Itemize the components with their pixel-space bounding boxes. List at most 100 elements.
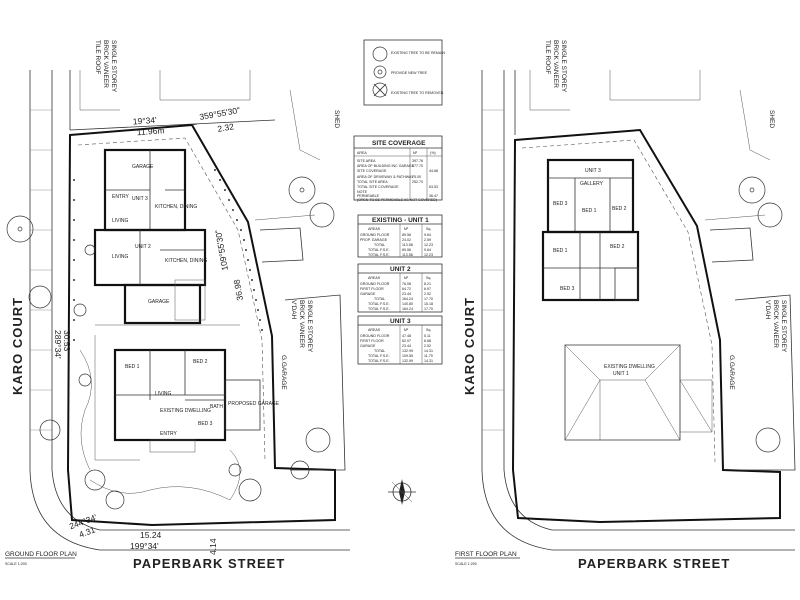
svg-text:AREAS: AREAS [368,328,381,332]
room-garage2: GARAGE [148,299,170,305]
room-bed2b-first: BED 2 [610,244,625,250]
svg-text:15.18: 15.18 [424,302,433,306]
room-living3: LIVING [155,391,172,397]
svg-text:TILE ROOF: TILE ROOF [544,40,551,74]
svg-text:TOTAL F.S.E.: TOTAL F.S.E. [368,359,390,363]
svg-text:89.56: 89.56 [402,233,411,237]
svg-text:SINGLE STOREY: SINGLE STOREY [780,300,787,353]
neighbor-label-side-first: SINGLE STOREY BRICK VANEER V'DAH G.GARAG… [728,300,787,390]
svg-text:TOTAL F.S.E.: TOTAL F.S.E. [368,354,390,358]
legend-item-new-tree: PROVIDE NEW TREE [391,71,428,75]
svg-text:UNIT 2: UNIT 2 [390,266,411,273]
first-floor-plan-title: FIRST FLOOR PLAN [455,551,517,558]
svg-text:109.55: 109.55 [402,354,413,358]
svg-text:UNIT 3: UNIT 3 [390,318,411,325]
north-arrow-icon [388,479,416,505]
svg-text:M²: M² [404,227,409,231]
room-entry: ENTRY [112,194,130,200]
svg-text:64.72: 64.72 [402,287,411,291]
first-floor-plan-scale: SCALE 1:200 [455,562,477,566]
svg-text:75.00: 75.00 [412,175,421,179]
svg-text:TOTAL SITE COVERAGE: TOTAL SITE COVERAGE [357,185,399,189]
room-bed3b-first: BED 3 [560,286,575,292]
neighbor-label-top-first: SINGLE STOREY BRICK VANEER TILE ROOF [544,40,567,93]
svg-text:TOTAL: TOTAL [374,243,385,247]
dim-top-small: 2.32 [217,121,235,134]
svg-text:23.44: 23.44 [402,292,411,296]
svg-text:TOTAL F.S.E.: TOTAL F.S.E. [368,253,390,257]
svg-text:132.99: 132.99 [402,359,413,363]
svg-text:GROUND FLOOR: GROUND FLOOR [360,282,390,286]
svg-text:397.76: 397.76 [412,159,423,163]
svg-text:14.31: 14.31 [424,349,433,353]
area-table-unit1: EXISTING - UNIT 1 AREAS M² Sq. GROUND FLOO… [357,214,443,258]
svg-text:G.GARAGE: G.GARAGE [280,355,287,390]
svg-text:GROUND FLOOR: GROUND FLOOR [360,334,390,338]
svg-text:GROUND FLOOR: GROUND FLOOR [360,233,390,237]
svg-text:12.23: 12.23 [424,243,433,247]
room-unit1-first: UNIT 1 [613,371,629,377]
svg-text:252.70: 252.70 [412,180,423,184]
svg-text:140.80: 140.80 [402,302,413,306]
room-unit3: UNIT 3 [132,196,148,202]
svg-text:BRICK VANEER: BRICK VANEER [552,40,559,88]
svg-text:9.64: 9.64 [424,233,431,237]
site-coverage-title: SITE COVERAGE [372,140,426,147]
room-bed2-first: BED 2 [612,206,627,212]
svg-text:V'DAH: V'DAH [290,300,297,320]
svg-text:(OPEN TO BE PERMEABLE AS NOT C: (OPEN TO BE PERMEABLE AS NOT COVERED) [357,198,437,202]
svg-text:24.02: 24.02 [402,238,411,242]
svg-text:M²: M² [404,276,409,280]
svg-text:164.24: 164.24 [402,307,413,311]
svg-text:Sq.: Sq. [426,328,431,332]
room-living: LIVING [112,218,129,224]
svg-text:AREA OF DRIVEWAY & PATHWAY: AREA OF DRIVEWAY & PATHWAY [357,175,414,179]
svg-text:AREAS: AREAS [368,227,381,231]
first-floor-sheet: KARO COURT PAPERBARK STREET SINGLE STORE… [455,40,796,571]
svg-text:14.31: 14.31 [424,359,433,363]
legend-item-existing-tree: EXISTING TREE TO BE REMAIN [391,51,445,55]
svg-text:63.53: 63.53 [429,185,438,189]
room-existing-dwelling: EXISTING DWELLING [160,408,211,414]
room-living2: LIVING [112,254,129,260]
dim-left-length: 30.53 [62,330,72,352]
svg-text:BRICK VANEER: BRICK VANEER [298,300,305,348]
dim-top-length: 11.96m [136,125,164,137]
svg-text:Sq.: Sq. [426,227,431,231]
svg-text:BRICK VANEER: BRICK VANEER [772,300,779,348]
svg-text:TOTAL: TOTAL [374,349,385,353]
svg-text:TOTAL F.S.E.: TOTAL F.S.E. [368,307,390,311]
svg-text:164.24: 164.24 [402,297,413,301]
room-bed1b-first: BED 1 [553,248,568,254]
svg-text:SINGLE STOREY: SINGLE STOREY [560,40,567,93]
svg-text:12.23: 12.23 [424,253,433,257]
svg-text:EXISTING - UNIT 1: EXISTING - UNIT 1 [372,217,429,224]
svg-text:SITE COVERAGE: SITE COVERAGE [357,169,387,173]
svg-text:FIRST FLOOR: FIRST FLOOR [360,339,384,343]
dim-bottom-length: 15.24 [140,530,162,540]
svg-text:9.64: 9.64 [424,248,431,252]
ground-floor-plan-scale: SCALE 1:200 [5,562,27,566]
room-entry3: ENTRY [160,431,178,437]
svg-text:17.70: 17.70 [424,297,433,301]
svg-text:6.68: 6.68 [424,339,431,343]
svg-text:GARAGE: GARAGE [360,344,376,348]
svg-text:47.48: 47.48 [402,334,411,338]
svg-text:8.21: 8.21 [424,282,431,286]
svg-text:5.11: 5.11 [424,334,431,338]
svg-text:113.58: 113.58 [402,253,413,257]
svg-text:AREA OF BUILDING INC GARAGE: AREA OF BUILDING INC GARAGE [357,164,415,168]
site-boundary-first [511,128,781,524]
room-gallery: GALLERY [580,181,604,187]
svg-text:36.47: 36.47 [429,194,438,198]
dim-right-small: 4.14 [208,538,218,555]
street-label-karo-court: KARO COURT [10,297,25,395]
svg-text:FIRST FLOOR: FIRST FLOOR [360,287,384,291]
svg-text:M²: M² [413,151,418,155]
svg-text:23.44: 23.44 [402,344,411,348]
room-bath: BATH [210,404,223,410]
svg-text:11.79: 11.79 [424,354,433,358]
dim-bottom-bearing: 199°34' [130,541,159,551]
